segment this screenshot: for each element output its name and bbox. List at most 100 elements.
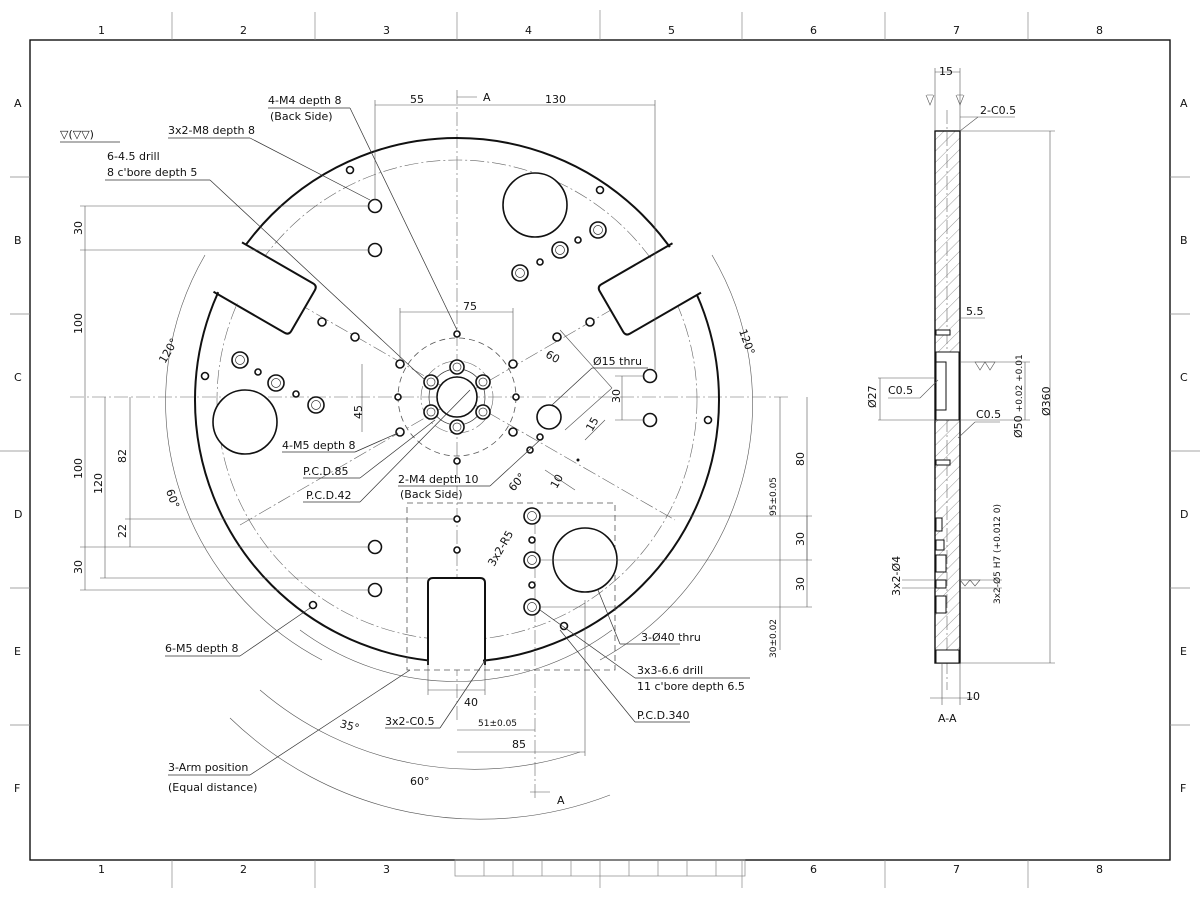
column-label: 8	[1096, 24, 1103, 37]
row-label: A	[1180, 97, 1188, 110]
angle-60-left: 60°	[163, 487, 182, 510]
section-chamfer-2: 2-C0.5	[980, 104, 1016, 117]
column-label: 6	[810, 24, 817, 37]
row-label: F	[14, 782, 20, 795]
dim-120: 120	[92, 473, 105, 494]
dim-82: 82	[116, 449, 129, 463]
plate-plan-view: ▽(▽▽) 4-M4 depth 8 (Back Side) 3x2-M8 de…	[60, 90, 812, 820]
section-dim-15: 15	[939, 65, 953, 78]
dim-45: 45	[352, 405, 365, 419]
section-dia-50-tol: +0.02 +0.01	[1015, 354, 1025, 412]
section-dia-50: Ø50	[1012, 415, 1025, 438]
m8-holes	[367, 198, 658, 598]
arm-slot-upper-left	[210, 239, 318, 335]
callout-d40: 3-Ø40 thru	[641, 631, 701, 644]
row-label: B	[14, 234, 22, 247]
callout-m4-back-side: (Back Side)	[270, 110, 333, 123]
dim-22: 22	[116, 524, 129, 538]
column-label: 4	[525, 24, 532, 37]
column-label: 2	[240, 863, 247, 876]
section-dia-27: Ø27	[866, 385, 879, 408]
row-label: B	[1180, 234, 1188, 247]
dim-40: 40	[464, 696, 478, 709]
row-label: D	[14, 508, 22, 521]
callout-cbore-11: 11 c'bore depth 6.5	[637, 680, 745, 693]
row-label: E	[14, 645, 21, 658]
dim-60: 60	[543, 348, 562, 366]
callout-cbore-8: 8 c'bore depth 5	[107, 166, 197, 179]
angle-arc-60	[229, 717, 611, 820]
large-holes	[212, 172, 618, 593]
row-label: C	[1180, 371, 1188, 384]
section-dia-360: Ø360	[1040, 386, 1053, 416]
column-label: 7	[953, 24, 960, 37]
row-label: F	[1180, 782, 1186, 795]
section-mark-bottom: A	[557, 794, 565, 807]
column-label: 8	[1096, 863, 1103, 876]
hole-15-thru	[536, 404, 562, 430]
section-view-a-a: 15 2-C0.5 5.5 C0.5 C0.5 Ø27 Ø50+0.02 +0.…	[866, 65, 1055, 725]
dim-30-r2: 30	[794, 577, 807, 591]
column-label: 1	[98, 863, 105, 876]
section-view-label: A-A	[938, 712, 957, 725]
section-hole-4: 3x2-Ø4	[890, 556, 903, 596]
column-label: 3	[383, 863, 390, 876]
center-counterbored-holes	[423, 359, 491, 435]
dim-30-bottom: 30	[72, 560, 85, 574]
dim-100-upper: 100	[72, 313, 85, 334]
hidden-region	[406, 502, 616, 671]
section-dim-5-5: 5.5	[966, 305, 984, 318]
dim-30-top: 30	[72, 221, 85, 235]
column-label: 2	[240, 24, 247, 37]
dim-80: 80	[794, 452, 807, 466]
callout-m5-6: 6-M5 depth 8	[165, 642, 238, 655]
dim-30-r1: 30	[794, 532, 807, 546]
angle-120-left: 120°	[156, 336, 181, 365]
column-label: 1	[98, 24, 105, 37]
dim-15: 15	[583, 415, 601, 434]
row-label: D	[1180, 508, 1188, 521]
arm-slot-upper-right	[597, 242, 706, 337]
callout-m4-10-back: (Back Side)	[400, 488, 463, 501]
center-bore	[436, 376, 478, 418]
section-dia-50-group: Ø50 +0.02 +0.01	[1012, 354, 1025, 438]
section-hole-5h7: 3x2-Ø5 H7 (+0.012 0)	[992, 504, 1003, 604]
section-chamfer-b: C0.5	[976, 408, 1001, 421]
callout-equal-distance: (Equal distance)	[168, 781, 257, 794]
dim-85: 85	[512, 738, 526, 751]
dim-51: 51±0.05	[478, 719, 517, 729]
column-label: 3	[383, 24, 390, 37]
angle-arc-right	[599, 254, 753, 661]
leader-lines	[60, 107, 750, 776]
angle-arc-inner	[299, 629, 613, 682]
callout-m4-10: 2-M4 depth 10	[398, 473, 478, 486]
dim-95: 95±0.05	[769, 477, 779, 516]
counterbored-hole-clusters	[231, 221, 607, 616]
callout-c05: 3x2-C0.5	[385, 715, 435, 728]
angle-60-center: 60°	[506, 471, 528, 494]
dim-55: 55	[410, 93, 424, 106]
callout-pcd42: P.C.D.42	[306, 489, 352, 502]
angle-60-bottom: 60°	[410, 775, 430, 788]
column-label: 7	[953, 863, 960, 876]
dim-75: 75	[463, 300, 477, 313]
section-mark-top: A	[483, 91, 491, 104]
surface-finish-symbol: ▽(▽▽)	[60, 128, 94, 141]
row-label: E	[1180, 645, 1187, 658]
dim-100-lower: 100	[72, 458, 85, 479]
callout-m5-4: 4-M5 depth 8	[282, 439, 355, 452]
row-label: A	[14, 97, 22, 110]
callout-d15: Ø15 thru	[593, 355, 642, 368]
callout-arm-position: 3-Arm position	[168, 761, 248, 774]
callout-drill-66: 3x3-6.6 drill	[637, 664, 703, 677]
dim-10: 10	[548, 472, 566, 491]
angle-120-right: 120°	[736, 327, 757, 356]
angle-arc-35	[259, 689, 581, 770]
callout-m4-back: 4-M4 depth 8	[268, 94, 341, 107]
small-holes	[200, 165, 713, 631]
dim-130: 130	[545, 93, 566, 106]
section-dim-10: 10	[966, 690, 980, 703]
dim-30-tol: 30±0.02	[769, 619, 779, 658]
callout-pcd340: P.C.D.340	[637, 709, 690, 722]
